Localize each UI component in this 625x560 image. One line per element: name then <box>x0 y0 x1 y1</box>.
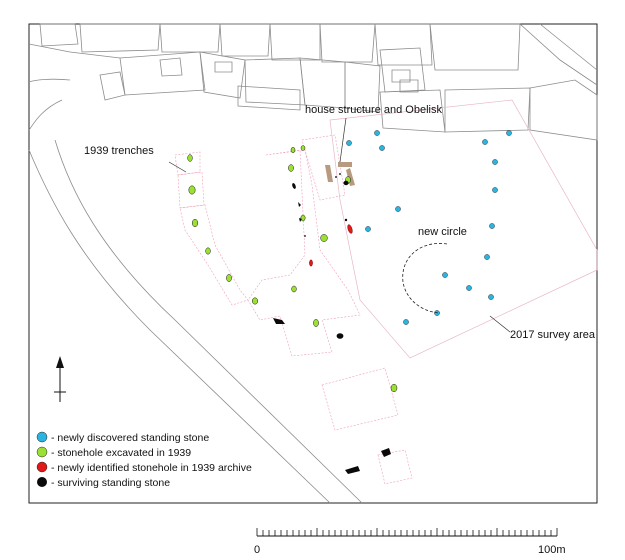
label-1939-trenches: 1939 trenches <box>84 145 154 157</box>
legend-label-0: - newly discovered standing stone <box>51 432 209 444</box>
legend-swatch-blue <box>36 431 48 443</box>
stones-blue <box>346 130 512 325</box>
scale-bar: 0 100m <box>254 528 566 556</box>
legend-label-2: - newly identified stonehole in 1939 arc… <box>51 462 252 474</box>
stoneholes-red <box>309 224 353 267</box>
label-new-circle: new circle <box>418 226 467 238</box>
legend-label-1: - stonehole excavated in 1939 <box>51 447 191 459</box>
stones-black <box>273 180 391 474</box>
trenches-1939 <box>174 134 413 485</box>
leader-survey <box>489 315 511 333</box>
legend-label-3: - surviving standing stone <box>51 477 170 489</box>
new-circle-arc <box>402 243 448 314</box>
leader-trenches <box>168 161 187 173</box>
scale-label-end: 100m <box>538 544 566 556</box>
survey-area-outline <box>329 99 598 359</box>
label-survey-area: 2017 survey area <box>510 329 596 341</box>
north-arrow-icon <box>54 356 66 402</box>
base-map <box>28 23 598 504</box>
map-frame <box>28 23 598 504</box>
label-house-obelisk: house structure and Obelisk <box>305 104 442 116</box>
house-structure <box>325 162 355 186</box>
leader-house <box>339 117 347 163</box>
legend-swatch-black <box>37 477 47 487</box>
scale-label-start: 0 <box>254 544 260 556</box>
legend-swatch-green <box>36 446 48 458</box>
legend: - newly discovered standing stone - ston… <box>36 431 252 489</box>
scale-ticks <box>256 528 558 536</box>
legend-swatch-red <box>36 461 48 473</box>
